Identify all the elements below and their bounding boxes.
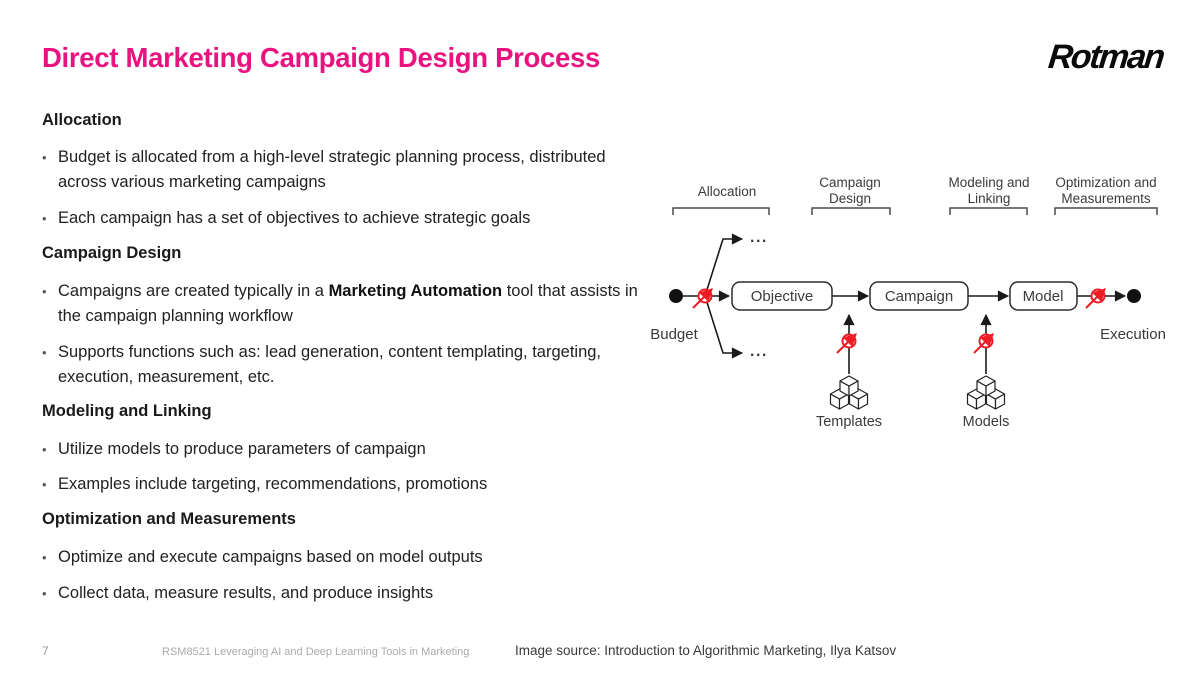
phase-label-allocation: Allocation xyxy=(698,184,757,199)
phase-label-optimization-line1: Optimization and xyxy=(1055,175,1156,190)
phase-label-modeling-linking-line2: Linking xyxy=(968,191,1011,206)
ellipsis-upper: ... xyxy=(750,229,768,246)
bullet-icon xyxy=(42,437,58,462)
section-heading-campaign-design: Campaign Design xyxy=(42,244,182,262)
bullet-item: Collect data, measure results, and produ… xyxy=(42,581,642,606)
phase-label-campaign-design-line2: Design xyxy=(829,191,871,206)
ellipsis-lower: ... xyxy=(750,343,768,360)
slide-title: Direct Marketing Campaign Design Process xyxy=(42,42,601,73)
footer-image-source: Image source: Introduction to Algorithmi… xyxy=(515,643,897,658)
campaign-process-diagram: Allocation Campaign Design Modeling and … xyxy=(650,175,1166,430)
page-number: 7 xyxy=(42,644,49,658)
modifier-arrow-icon xyxy=(693,289,712,308)
bullet-item: Each campaign has a set of objectives to… xyxy=(42,206,642,231)
models-cubes-icon xyxy=(966,375,1006,410)
bullet-text-bold: Marketing Automation xyxy=(328,282,503,300)
flow-box-objective-label: Objective xyxy=(751,288,814,305)
bullet-text: Each campaign has a set of objectives to… xyxy=(58,209,531,227)
modifier-arrow-icon xyxy=(974,334,993,353)
templates-cubes-icon xyxy=(829,375,869,410)
section-heading-optimization-measurements: Optimization and Measurements xyxy=(42,510,296,528)
phase-bracket-allocation xyxy=(672,207,770,215)
section-heading-modeling-linking: Modeling and Linking xyxy=(42,402,212,420)
phase-label-optimization-line2: Measurements xyxy=(1061,191,1151,206)
bullet-item: Campaigns are created typically in a Mar… xyxy=(42,279,642,329)
bullet-item: Utilize models to produce parameters of … xyxy=(42,437,642,462)
bullet-text: Collect data, measure results, and produ… xyxy=(58,584,434,602)
bullet-item: Supports functions such as: lead generat… xyxy=(42,340,642,390)
bullet-text: Examples include targeting, recommendati… xyxy=(58,475,488,493)
bullet-text-post: tool that assists in the campaign planni… xyxy=(58,282,638,325)
flow-box-campaign xyxy=(869,281,969,311)
bullet-text: Utilize models to produce parameters of … xyxy=(58,440,426,458)
phase-bracket-optimization xyxy=(1054,207,1158,215)
templates-label: Templates xyxy=(816,414,882,430)
bullet-icon xyxy=(42,545,58,570)
phase-bracket-campaign-design xyxy=(811,207,891,215)
bullet-icon xyxy=(42,279,58,304)
phase-bracket-modeling-linking xyxy=(949,207,1028,215)
flow-box-campaign-label: Campaign xyxy=(885,288,953,305)
footer-course-title: RSM8521 Leveraging AI and Deep Learning … xyxy=(162,646,470,658)
bullet-item: Budget is allocated from a high-level st… xyxy=(42,145,642,195)
bullet-text-pre: Campaigns are created typically in a xyxy=(58,282,329,300)
bullet-text: Optimize and execute campaigns based on … xyxy=(58,548,483,566)
bullet-item: Optimize and execute campaigns based on … xyxy=(42,545,642,570)
modifier-arrow-icon xyxy=(837,334,856,353)
start-node-label: Budget xyxy=(650,326,698,343)
phase-label-campaign-design-line1: Campaign xyxy=(819,175,881,190)
flow-branch-up xyxy=(704,233,744,297)
flow-branch-down xyxy=(704,295,744,359)
rotman-logo: Rotman xyxy=(1046,38,1166,76)
flow-box-objective xyxy=(731,281,833,311)
bullet-icon xyxy=(42,581,58,606)
start-node xyxy=(669,289,683,303)
bullet-text: Supports functions such as: lead generat… xyxy=(58,343,602,386)
bullet-text: Budget is allocated from a high-level st… xyxy=(58,148,606,191)
end-node-label: Execution xyxy=(1100,326,1166,343)
bullet-item: Examples include targeting, recommendati… xyxy=(42,472,642,497)
bullet-icon xyxy=(42,206,58,231)
modifier-arrow-icon xyxy=(1086,289,1105,308)
models-label: Models xyxy=(963,414,1010,430)
bullet-icon xyxy=(42,340,58,365)
bullet-icon xyxy=(42,472,58,497)
flow-box-model xyxy=(1009,281,1078,311)
section-heading-allocation: Allocation xyxy=(42,111,122,129)
flow-box-model-label: Model xyxy=(1023,288,1064,305)
end-node xyxy=(1127,289,1141,303)
bullet-icon xyxy=(42,145,58,170)
bullet-text: Campaigns are created typically in a Mar… xyxy=(58,279,642,329)
phase-label-modeling-linking-line1: Modeling and xyxy=(948,175,1029,190)
